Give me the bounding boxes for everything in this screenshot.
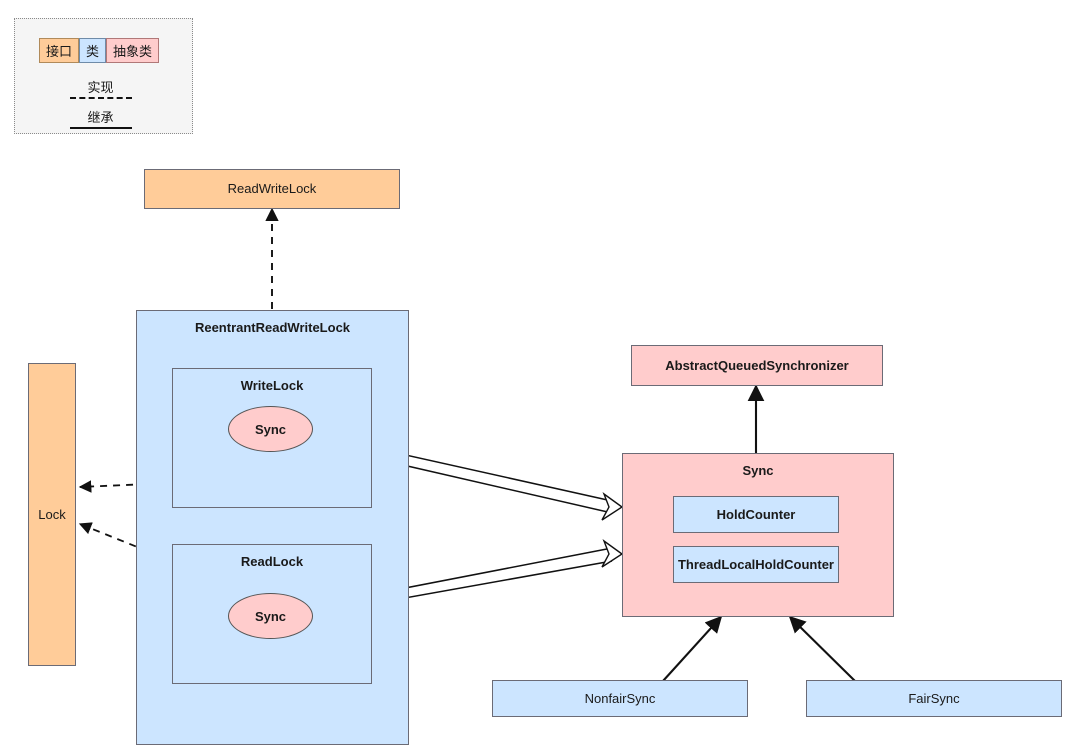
legend-swatch-abstract: 抽象类 (106, 38, 160, 63)
node-readlock-sync-label: Sync (254, 608, 287, 624)
edge-nonfairsync-extends-sync (662, 615, 723, 682)
node-fairsync[interactable]: FairSync (806, 680, 1062, 717)
node-readlock-label: ReadLock (240, 554, 304, 569)
node-sync[interactable]: Sync (622, 453, 894, 617)
node-writelock[interactable]: WriteLock (172, 368, 372, 508)
node-abstractqueuedsynchronizer-label: AbstractQueuedSynchronizer (665, 357, 849, 373)
node-writelock-label: WriteLock (240, 378, 304, 393)
legend-swatch-class: 类 (79, 38, 107, 63)
node-reentrantreadwritelock[interactable]: ReentrantReadWriteLock (136, 310, 409, 745)
legend-panel: 接口 类 抽象类 实现 继承 (14, 18, 193, 134)
node-nonfairsync[interactable]: NonfairSync (492, 680, 748, 717)
legend-relation-extends: 继承 (15, 107, 194, 129)
legend-swatch-row: 接口 类 抽象类 (39, 38, 160, 63)
legend-swatch-interface: 接口 (39, 38, 80, 63)
legend-relation-implements-label: 实现 (87, 80, 114, 95)
node-sync-label: Sync (742, 463, 774, 478)
legend-solid-line-sample (70, 127, 132, 129)
node-abstractqueuedsynchronizer[interactable]: AbstractQueuedSynchronizer (631, 345, 883, 386)
node-writelock-sync[interactable]: Sync (228, 406, 313, 452)
node-holdcounter[interactable]: HoldCounter (673, 496, 839, 533)
node-readlock-sync[interactable]: Sync (228, 593, 313, 639)
node-lock[interactable]: Lock (28, 363, 76, 666)
node-nonfairsync-label: NonfairSync (584, 690, 656, 706)
node-readwritelock[interactable]: ReadWriteLock (144, 169, 400, 209)
legend-relation-extends-label: 继承 (87, 110, 114, 125)
node-readlock[interactable]: ReadLock (172, 544, 372, 684)
node-reentrantreadwritelock-label: ReentrantReadWriteLock (194, 320, 351, 335)
edge-fairsync-extends-sync (788, 615, 856, 682)
legend-relation-implements: 实现 (15, 77, 194, 99)
node-readwritelock-label: ReadWriteLock (227, 181, 317, 197)
node-writelock-sync-label: Sync (254, 421, 287, 437)
node-holdcounter-label: HoldCounter (716, 506, 796, 522)
legend-dashed-line-sample (70, 97, 132, 99)
node-lock-label: Lock (38, 506, 66, 522)
node-fairsync-label: FairSync (908, 690, 960, 706)
node-threadlocalholdcounter[interactable]: ThreadLocalHoldCounter (673, 546, 839, 583)
node-threadlocalholdcounter-label: ThreadLocalHoldCounter (677, 556, 834, 572)
